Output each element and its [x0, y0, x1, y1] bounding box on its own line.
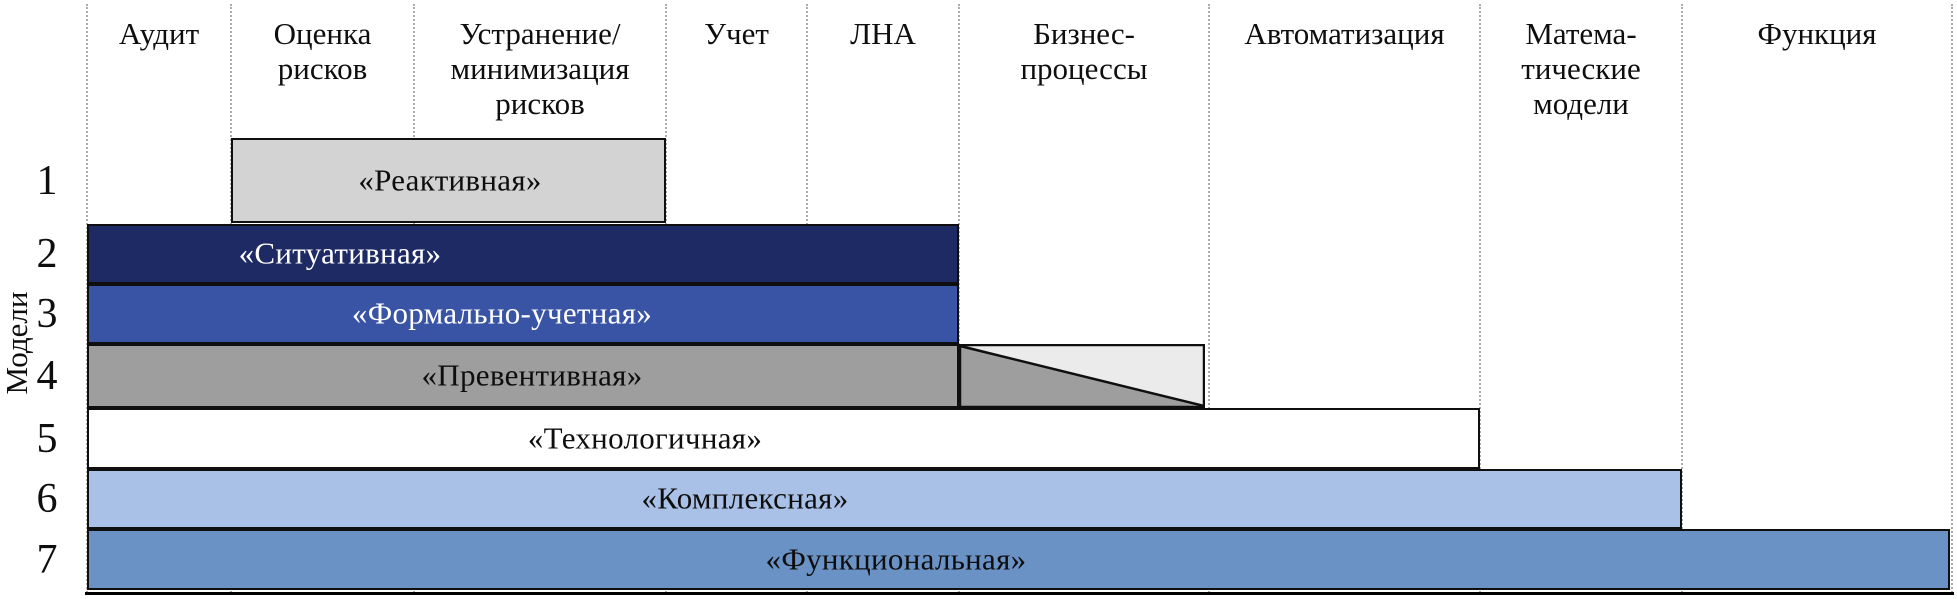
model-bar: «Функциональная»	[87, 529, 1950, 590]
row-number: 2	[36, 231, 58, 277]
column-gridline	[1681, 4, 1683, 593]
column-gridline	[958, 4, 960, 593]
model-bar: «Ситуативная»	[87, 224, 959, 284]
column-header: Матема- тические модели	[1521, 16, 1641, 122]
row-number: 5	[36, 415, 58, 462]
x-axis-line	[85, 592, 1954, 595]
model-bar-label: «Превентивная»	[421, 357, 643, 393]
column-header: Устранение/ минимизация рисков	[450, 16, 630, 122]
column-header: Оценка рисков	[273, 16, 372, 87]
row-number: 4	[36, 353, 58, 399]
column-gridline	[1479, 4, 1481, 593]
model-bar: «Реактивная»	[231, 138, 666, 223]
model-bar: «Технологичная»	[87, 408, 1480, 469]
model-bar-label: «Функциональная»	[765, 540, 1027, 576]
row-number: 6	[36, 476, 58, 522]
column-header: ЛНА	[850, 16, 916, 51]
model-bar-label: «Комплексная»	[641, 480, 849, 516]
column-gridline	[1208, 4, 1210, 593]
row-number: 7	[36, 536, 58, 583]
declining-extension-shape	[959, 344, 1205, 408]
model-bar-label: «Технологичная»	[527, 419, 763, 455]
column-header: Учет	[704, 16, 769, 51]
model-bar: «Комплексная»	[87, 469, 1682, 529]
column-header: Бизнес- процессы	[1020, 16, 1148, 87]
model-bar-label: «Ситуативная»	[238, 235, 442, 271]
model-bar: «Превентивная»	[87, 344, 959, 408]
column-header: Автоматизация	[1244, 16, 1445, 51]
row-number: 3	[36, 291, 58, 337]
model-bar: «Формально-учетная»	[87, 284, 959, 344]
row-number: 1	[36, 157, 58, 204]
column-gridline	[1951, 4, 1953, 593]
column-header: Аудит	[118, 16, 200, 51]
model-bar-label: «Формально-учетная»	[351, 295, 653, 331]
column-header: Функция	[1757, 16, 1877, 51]
model-bar-label: «Реактивная»	[358, 161, 542, 197]
